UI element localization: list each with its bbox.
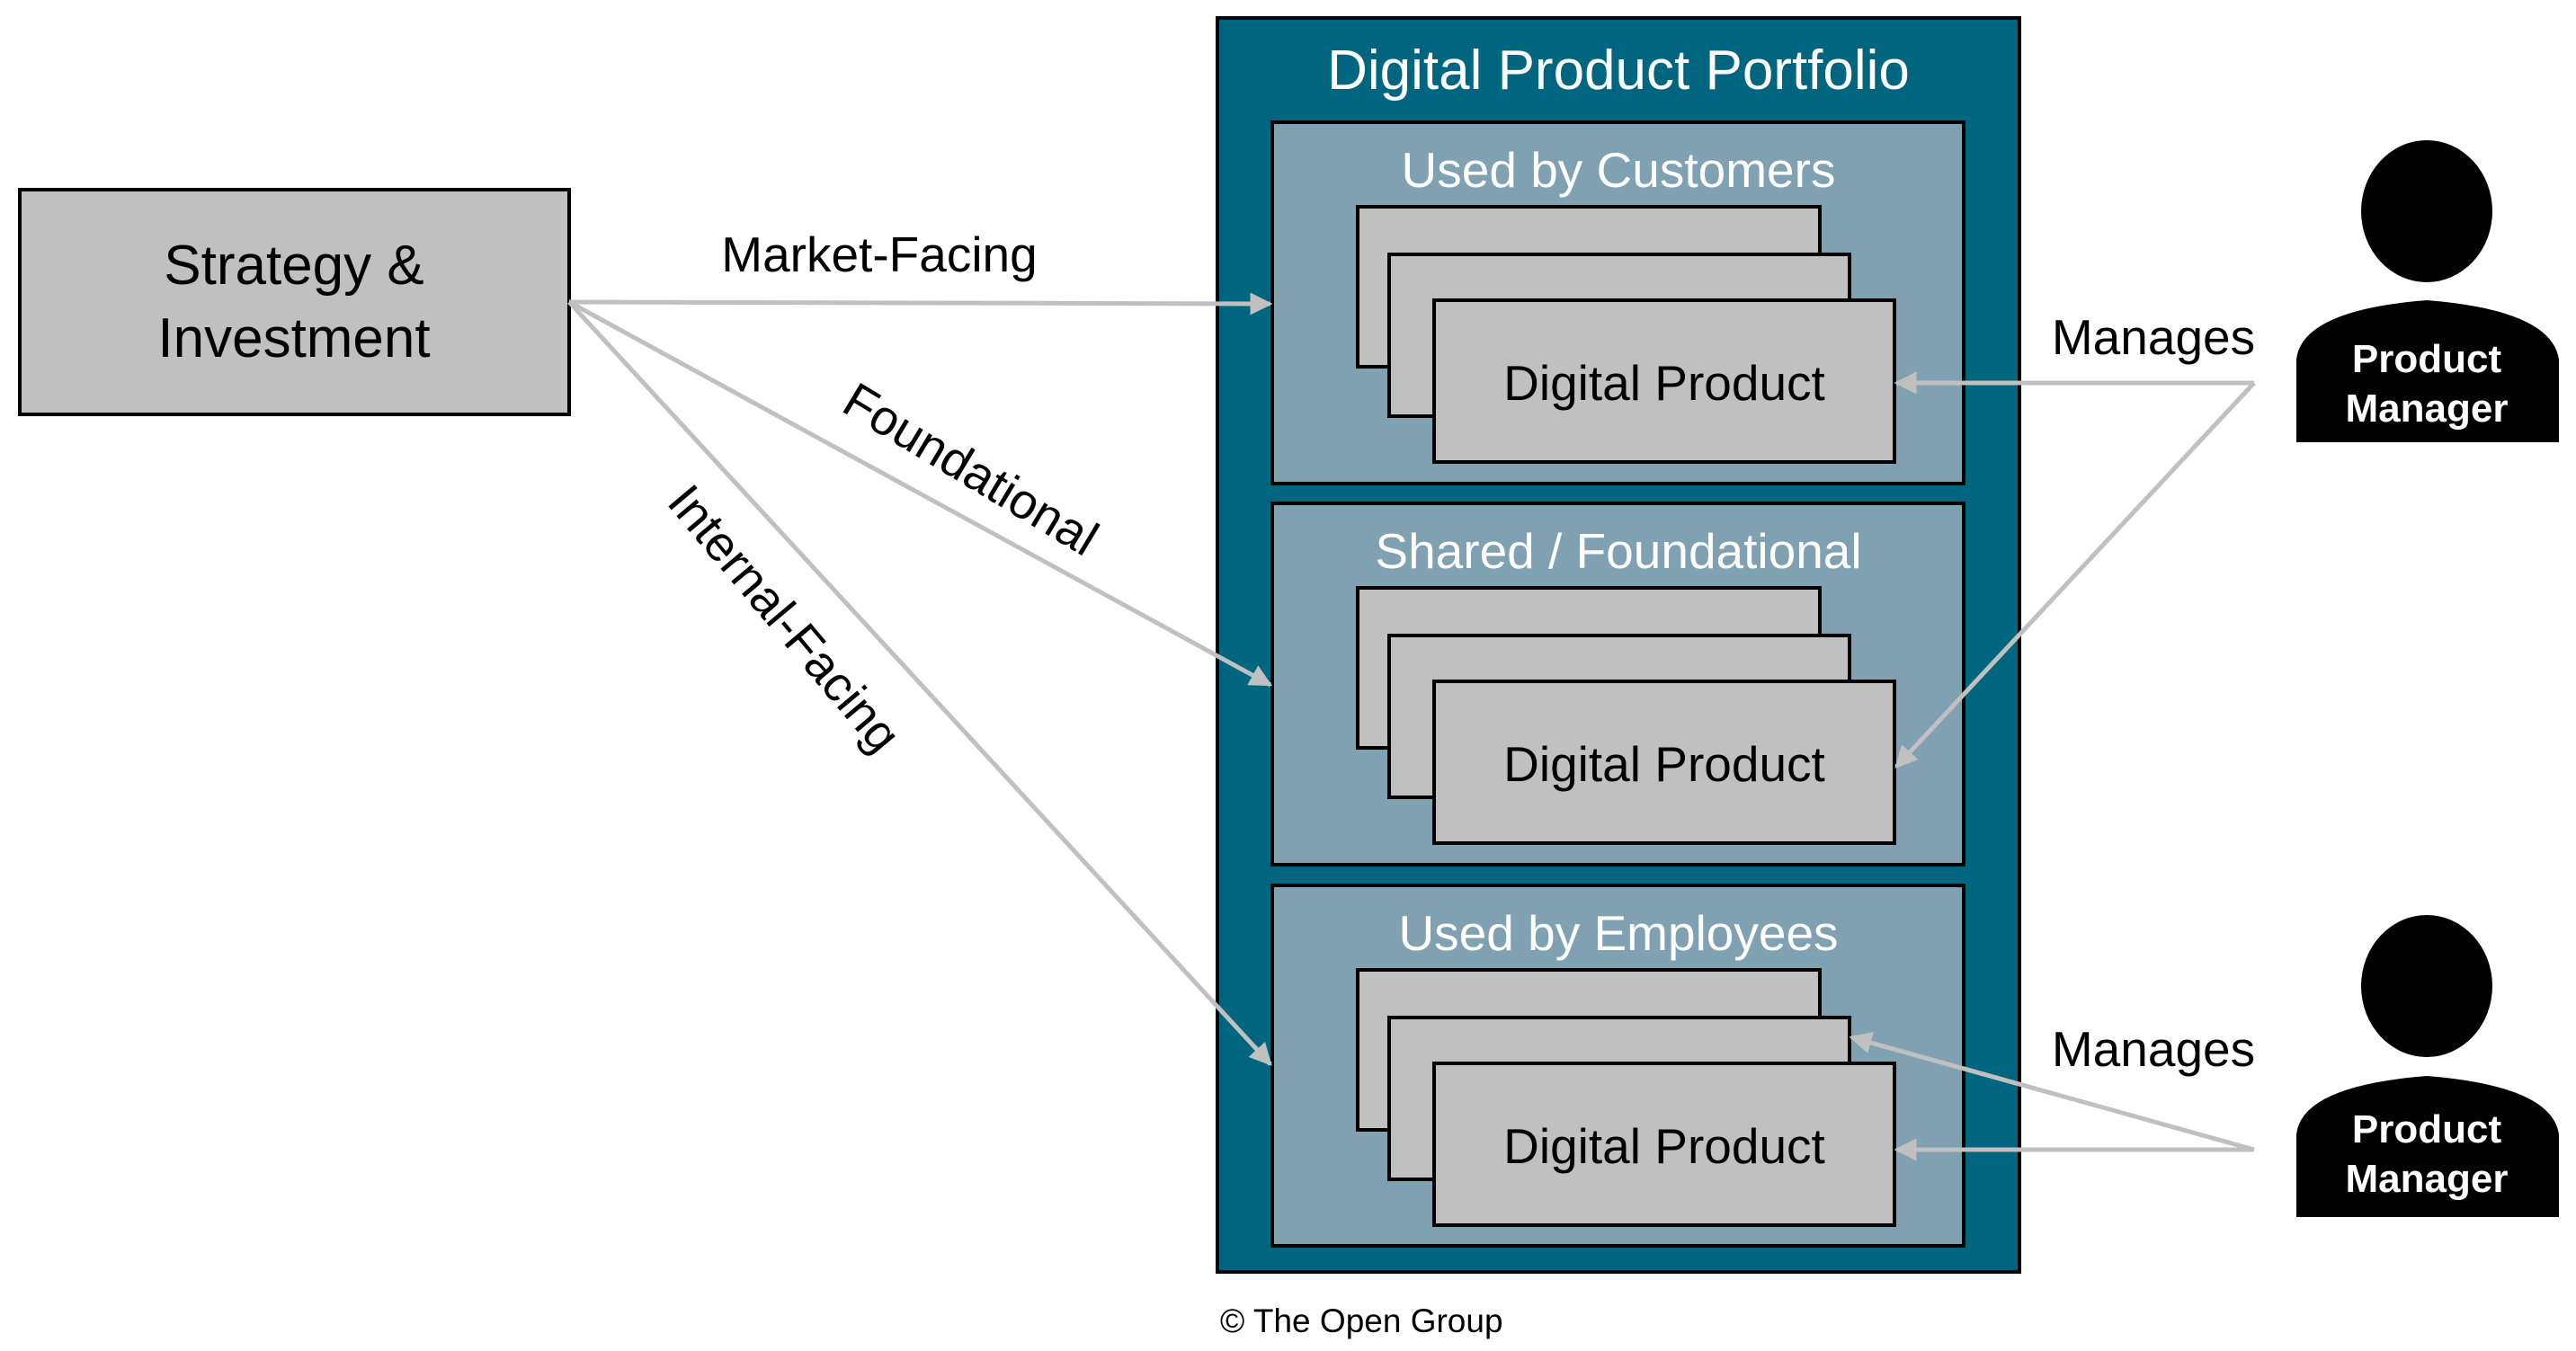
manages-label-bottom: Manages	[2052, 1021, 2255, 1077]
strategy-box-rect	[18, 188, 571, 416]
internal-facing-arrow	[567, 300, 1272, 1066]
manages-connectors-bottom	[1849, 1032, 2255, 1161]
strategy-label-line1: Strategy &	[164, 235, 423, 297]
product-card-label: Digital Product	[1503, 736, 1825, 792]
section-used-by-employees: Used by Employees Digital Product	[1270, 884, 1965, 1248]
product-card-front	[1432, 680, 1896, 845]
manages-connectors-top	[1894, 371, 2256, 769]
manager-role-line2: Manager	[2346, 1157, 2509, 1201]
product-manager-bottom: Product Manager	[2296, 915, 2559, 1217]
section-title: Shared / Foundational	[1375, 523, 1861, 579]
product-manager-top: Product Manager	[2296, 140, 2559, 442]
copyright-notice: © The Open Group	[1220, 1302, 1503, 1339]
strategy-connectors	[567, 292, 1273, 1066]
strategy-label-line2: Investment	[157, 307, 430, 369]
section-used-by-customers: Used by Customers Digital Product	[1270, 120, 1965, 485]
product-card-label: Digital Product	[1503, 1118, 1825, 1174]
section-title: Used by Employees	[1398, 905, 1838, 961]
manager-role-line2: Manager	[2346, 387, 2509, 431]
market-facing-arrow	[568, 292, 1273, 316]
strategy-investment-box: Strategy & Investment	[18, 188, 571, 416]
product-card-label: Digital Product	[1503, 355, 1825, 411]
product-card-front	[1432, 298, 1896, 464]
manages-label-top: Manages	[2052, 309, 2255, 365]
market-facing-label: Market-Facing	[721, 227, 1037, 282]
manager-role-line1: Product	[2352, 1107, 2502, 1151]
portfolio-title: Digital Product Portfolio	[1327, 40, 1910, 102]
manages-arrow-employees-middle	[1849, 1032, 2255, 1152]
person-icon	[2296, 140, 2559, 442]
manages-arrow-foundational	[1894, 381, 2256, 769]
section-title: Used by Customers	[1402, 142, 1836, 198]
product-card-front	[1432, 1062, 1896, 1227]
person-icon	[2296, 915, 2559, 1217]
manager-role-line1: Product	[2352, 337, 2502, 381]
foundational-arrow	[567, 299, 1273, 688]
section-shared-foundational: Shared / Foundational Digital Product	[1270, 502, 1965, 867]
internal-facing-label: Internal-Facing	[657, 474, 912, 762]
